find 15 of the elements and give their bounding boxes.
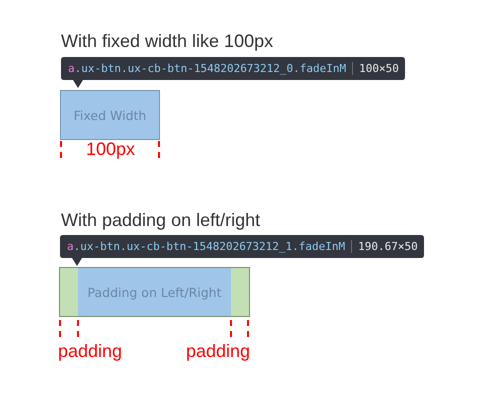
dimension-label: 100px [86,140,136,158]
tooltip [61,57,405,88]
tooltip [60,235,424,266]
section-heading: With fixed width like 100px [61,32,274,50]
button-label: Fixed Width [74,108,146,122]
padded-button [59,267,250,317]
size-text: 100×50 [359,62,399,75]
section-heading: With padding on left/right [61,211,260,229]
selector-text: a.ux-btn.ux-cb-btn-1548202673212_1.fadeInM [67,240,346,253]
dimension-label: padding [186,342,250,360]
button-label: Padding on Left/Right [88,284,222,300]
dimension-label: padding [58,342,122,360]
size-text: 190.67×50 [358,240,418,253]
selector-text: a.ux-btn.ux-cb-btn-1548202673212_0.fadeInM [68,62,346,75]
highlighted-button [60,90,160,140]
